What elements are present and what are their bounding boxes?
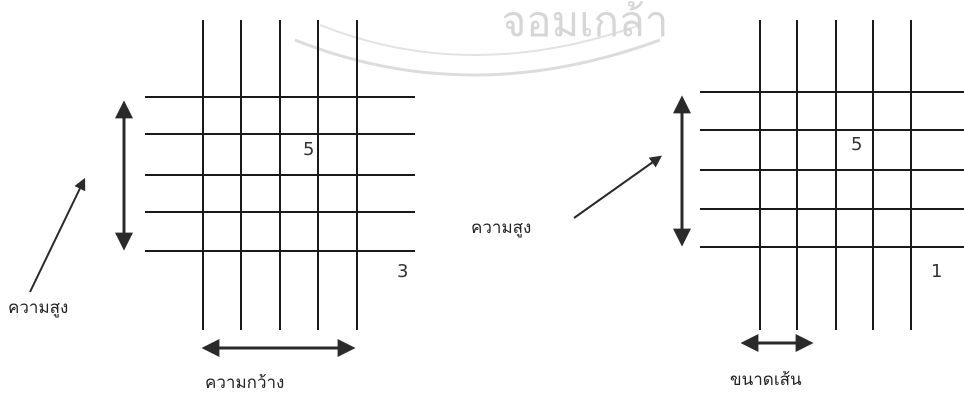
right-count-inner: 5 <box>851 134 863 155</box>
right-count-corner: 1 <box>931 261 943 282</box>
left-pointer-arrow <box>29 177 86 293</box>
left-grid <box>145 20 415 330</box>
right-pointer-arrow <box>573 155 662 219</box>
left-count-corner: 3 <box>397 261 409 282</box>
right-height-label: ความสูง <box>471 218 532 238</box>
left-count-inner: 5 <box>303 139 315 160</box>
right-line-size-label: ขนาดเส้น <box>730 370 802 390</box>
left-width-label: ความกว้าง <box>205 373 285 393</box>
right-grid <box>700 20 964 330</box>
left-height-label: ความสูง <box>8 298 69 318</box>
